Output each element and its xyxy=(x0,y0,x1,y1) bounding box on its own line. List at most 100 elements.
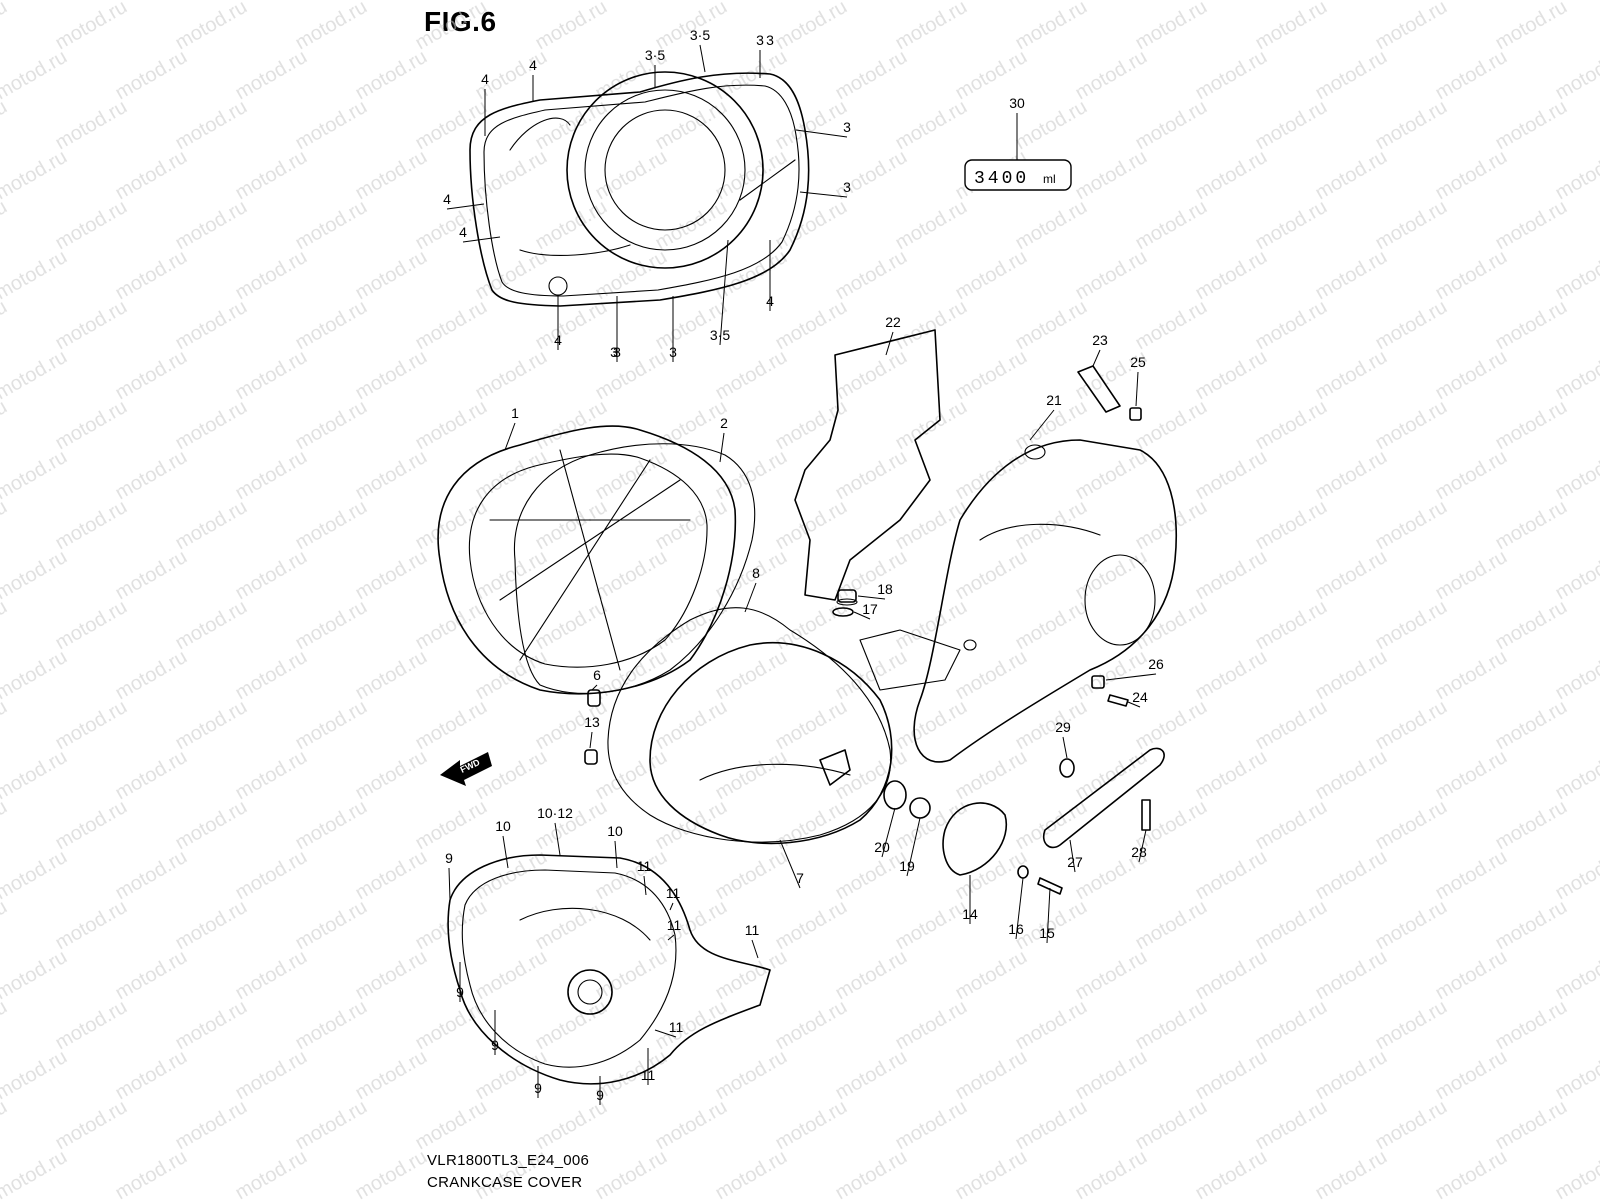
watermark-text: motod.ru xyxy=(0,596,11,655)
bolt-24 xyxy=(1107,694,1129,707)
watermark-text: motod.ru xyxy=(292,0,371,54)
part-callout-3: 3 xyxy=(756,32,764,48)
watermark-text: motod.ru xyxy=(1132,1096,1211,1155)
watermark-text: motod.ru xyxy=(1492,96,1571,155)
watermark-text: motod.ru xyxy=(292,196,371,255)
watermark-text: motod.ru xyxy=(412,1196,491,1200)
part-callout-6: 6 xyxy=(593,667,601,683)
insulator-22 xyxy=(794,329,941,601)
leader-line xyxy=(504,422,516,451)
oil-plug-18 xyxy=(836,589,858,606)
leader-line xyxy=(1029,409,1055,441)
grommet-26 xyxy=(1091,675,1105,689)
watermark-text: motod.ru xyxy=(1252,1196,1331,1200)
leader-line xyxy=(1127,701,1141,708)
leader-line xyxy=(643,875,647,896)
watermark-text: motod.ru xyxy=(1312,846,1391,905)
part-callout-2: 2 xyxy=(720,415,728,431)
watermark-text: motod.ru xyxy=(1192,846,1271,905)
watermark-text: motod.ru xyxy=(412,96,491,155)
watermark-text: motod.ru xyxy=(352,246,431,305)
watermark-text: motod.ru xyxy=(1312,646,1391,705)
part-callout-11: 11 xyxy=(669,1019,684,1035)
watermark-text: motod.ru xyxy=(52,1096,131,1155)
watermark-text: motod.ru xyxy=(1372,1096,1451,1155)
watermark-text: motod.ru xyxy=(1372,696,1451,755)
watermark-text: motod.ru xyxy=(1432,146,1511,205)
odometer-label-part: 3400 ml xyxy=(964,159,1072,191)
watermark-text: motod.ru xyxy=(232,646,311,705)
watermark-text: motod.ru xyxy=(952,746,1031,805)
watermark-text: motod.ru xyxy=(412,296,491,355)
watermark-text: motod.ru xyxy=(1372,996,1451,1055)
watermark-text: motod.ru xyxy=(1012,196,1091,255)
watermark-text: motod.ru xyxy=(1312,246,1391,305)
watermark-text: motod.ru xyxy=(712,346,791,405)
watermark-text: motod.ru xyxy=(1312,346,1391,405)
watermark-text: motod.ru xyxy=(172,196,251,255)
watermark-text: motod.ru xyxy=(652,896,731,955)
bottom-crankcase-cover xyxy=(447,854,771,1085)
leader-line xyxy=(779,839,801,889)
watermark-text: motod.ru xyxy=(1492,396,1571,455)
watermark-text: motod.ru xyxy=(592,1146,671,1200)
watermark-text: motod.ru xyxy=(292,1196,371,1200)
leader-line xyxy=(446,203,485,210)
watermark-text: motod.ru xyxy=(292,1096,371,1155)
part-callout-4: 4 xyxy=(443,191,451,207)
watermark-text: motod.ru xyxy=(1492,696,1571,755)
watermark-text: motod.ru xyxy=(832,946,911,1005)
watermark-text: motod.ru xyxy=(772,96,851,155)
watermark-text: motod.ru xyxy=(1372,96,1451,155)
watermark-text: motod.ru xyxy=(1012,696,1091,755)
watermark-text: motod.ru xyxy=(952,1046,1031,1105)
watermark-text: motod.ru xyxy=(1432,1146,1511,1200)
watermark-text: motod.ru xyxy=(112,46,191,105)
part-callout-9: 9 xyxy=(491,1037,499,1053)
watermark-text: motod.ru xyxy=(352,146,431,205)
watermark-text: motod.ru xyxy=(112,746,191,805)
watermark-text: motod.ru xyxy=(1432,646,1511,705)
watermark-text: motod.ru xyxy=(1552,1146,1600,1200)
leader-line xyxy=(448,867,451,901)
part-callout-8: 8 xyxy=(752,565,760,581)
watermark-text: motod.ru xyxy=(832,446,911,505)
watermark-text: motod.ru xyxy=(172,896,251,955)
watermark-text: motod.ru xyxy=(232,746,311,805)
watermark-text: motod.ru xyxy=(1372,496,1451,555)
watermark-text: motod.ru xyxy=(1372,896,1451,955)
leader-line xyxy=(881,807,896,858)
leader-line xyxy=(654,1029,677,1038)
watermark-text: motod.ru xyxy=(1132,96,1211,155)
part-callout-14: 14 xyxy=(962,906,978,922)
watermark-text: motod.ru xyxy=(0,546,71,605)
part-callout-9: 9 xyxy=(456,984,464,1000)
part-callout-9: 9 xyxy=(596,1087,604,1103)
plug-19 xyxy=(909,797,931,819)
watermark-text: motod.ru xyxy=(652,696,731,755)
watermark-text: motod.ru xyxy=(172,96,251,155)
watermark-text: motod.ru xyxy=(1432,546,1511,605)
watermark-text: motod.ru xyxy=(412,996,491,1055)
part-callout-4: 4 xyxy=(529,57,537,73)
top-crankcase-cover xyxy=(469,71,810,307)
leader-line xyxy=(857,595,886,600)
watermark-text: motod.ru xyxy=(832,46,911,105)
leader-line xyxy=(614,840,618,869)
watermark-text: motod.ru xyxy=(412,496,491,555)
watermark-text: motod.ru xyxy=(1072,1046,1151,1105)
watermark-text: motod.ru xyxy=(0,446,71,505)
leader-line xyxy=(1138,829,1147,863)
watermark-text: motod.ru xyxy=(1252,896,1331,955)
part-callout-25: 25 xyxy=(1130,354,1146,370)
watermark-text: motod.ru xyxy=(952,346,1031,405)
watermark-text: motod.ru xyxy=(112,446,191,505)
watermark-text: motod.ru xyxy=(352,1146,431,1200)
watermark-text: motod.ru xyxy=(0,346,71,405)
watermark-text: motod.ru xyxy=(1432,746,1511,805)
watermark-text: motod.ru xyxy=(1432,246,1511,305)
watermark-text: motod.ru xyxy=(952,246,1031,305)
part-callout-23: 23 xyxy=(1092,332,1108,348)
figure-title: FIG.6 xyxy=(424,6,497,37)
